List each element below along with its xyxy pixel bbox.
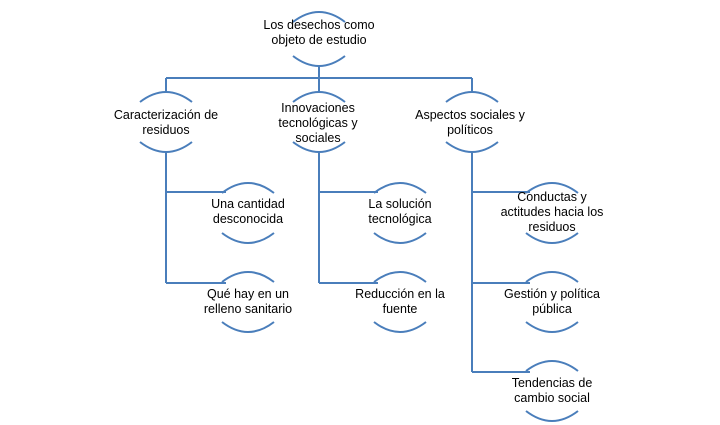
branch-label-line: Innovaciones — [281, 101, 355, 115]
leaf-label-line: Conductas y — [517, 190, 587, 204]
leaf-label-line: cambio social — [514, 391, 590, 405]
leaf-node-label-tendencias: Tendencias de cambio social — [487, 376, 617, 406]
leaf-label-line: desconocida — [212, 212, 284, 226]
leaf-node-label-reduccion: Reducción en la fuente — [330, 287, 470, 317]
leaf-label-line: La solución — [368, 197, 432, 211]
leaf-node-bracket — [373, 271, 427, 333]
leaf-label-line: residuos — [528, 220, 576, 234]
leaf-label-line: pública — [532, 302, 572, 316]
root-label-line: Los desechos como — [263, 18, 375, 32]
leaf-label-line: Qué hay en un — [206, 287, 289, 301]
leaf-node-bracket — [221, 271, 275, 333]
leaf-node-bracket — [373, 182, 427, 244]
leaf-node-label-relleno: Qué hay en un relleno sanitario — [178, 287, 318, 317]
root-node-label: Los desechos como objeto de estudio — [224, 18, 414, 48]
leaf-node-bracket — [221, 182, 275, 244]
leaf-label-line: fuente — [382, 302, 418, 316]
branch-node-bracket — [139, 91, 193, 153]
branch-label-line: sociales — [295, 131, 341, 145]
leaf-node-label-gestion: Gestión y política pública — [482, 287, 622, 317]
leaf-label-line: tecnológica — [368, 212, 432, 226]
leaf-label-line: Una cantidad — [211, 197, 285, 211]
branch-node-bracket — [292, 91, 346, 153]
leaf-node-bracket — [525, 360, 579, 422]
branch-label-line: políticos — [447, 123, 493, 137]
leaf-label-line: Gestión y política — [504, 287, 600, 301]
leaf-label-line: Reducción en la — [355, 287, 445, 301]
leaf-node-bracket — [525, 271, 579, 333]
branch-label-line: Aspectos sociales y — [415, 108, 525, 122]
leaf-label-line: actitudes hacia los — [500, 205, 604, 219]
branch-node-label-innovaciones: Innovaciones tecnológicas y sociales — [238, 101, 398, 146]
branch-node-label-caracterizacion: Caracterización de residuos — [86, 108, 246, 138]
leaf-node-label-conductas: Conductas y actitudes hacia los residuos — [477, 190, 627, 235]
leaf-label-line: relleno sanitario — [203, 302, 293, 316]
root-label-line: objeto de estudio — [271, 33, 367, 47]
root-node-bracket — [292, 11, 346, 67]
leaf-node-bracket — [525, 182, 579, 244]
branch-label-line: Caracterización de — [113, 108, 219, 122]
branch-label-line: residuos — [142, 123, 190, 137]
leaf-node-label-solucion: La solución tecnológica — [335, 197, 465, 227]
branch-node-bracket — [445, 91, 499, 153]
leaf-label-line: Tendencias de — [511, 376, 593, 390]
branch-node-label-aspectos: Aspectos sociales y políticos — [385, 108, 555, 138]
branch-label-line: tecnológicas y — [278, 116, 358, 130]
leaf-node-label-cantidad: Una cantidad desconocida — [183, 197, 313, 227]
